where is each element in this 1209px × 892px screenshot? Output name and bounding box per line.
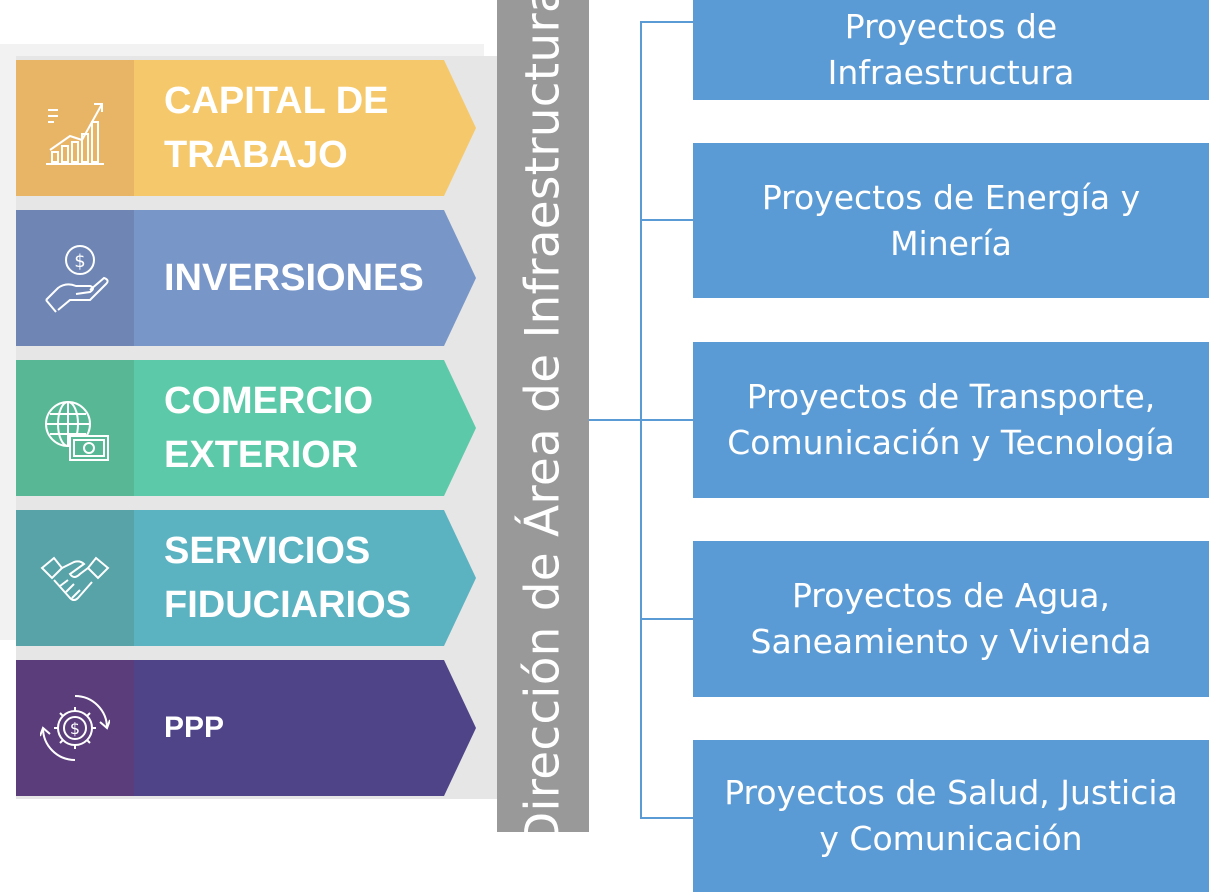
category-label: SERVICIOS FIDUCIARIOS: [164, 530, 411, 626]
icon-box: [16, 360, 134, 496]
icon-box: [16, 660, 134, 796]
connector-branch-1: [640, 21, 693, 23]
vertical-title: Dirección de Área de Infraestructura: [515, 0, 571, 848]
svg-text:$: $: [70, 719, 80, 738]
arrow-shape: [134, 210, 476, 346]
arrow-shape: [134, 510, 476, 646]
project-box-salud-justicia[interactable]: Proyectos de Salud, Justicia y Comunicac…: [693, 740, 1209, 892]
category-ppp[interactable]: $ PPP: [16, 660, 476, 796]
connector-branch-2: [640, 219, 693, 221]
project-box-energia-mineria[interactable]: Proyectos de Energía y Minería: [693, 143, 1209, 298]
project-box-infraestructura[interactable]: Proyectos de Infraestructura: [693, 0, 1209, 100]
category-label: CAPITAL DE TRABAJO: [164, 80, 389, 176]
growth-chart-icon: [40, 88, 110, 168]
icon-box: [16, 60, 134, 196]
connector-branch-3: [640, 419, 693, 421]
arrow-shape: [134, 60, 476, 196]
category-servicios-fiduciarios[interactable]: SERVICIOS FIDUCIARIOS: [16, 510, 476, 646]
connector-branch-4: [640, 618, 693, 620]
handshake-icon: [40, 538, 110, 618]
category-label: INVERSIONES: [164, 257, 424, 299]
arrow-shape: [134, 360, 476, 496]
category-inversiones[interactable]: $ INVERSIONES: [16, 210, 476, 346]
category-comercio-exterior[interactable]: COMERCIO EXTERIOR: [16, 360, 476, 496]
icon-box: [16, 210, 134, 346]
hand-coin-icon: $: [40, 238, 110, 318]
project-box-transporte[interactable]: Proyectos de Transporte, Comunicación y …: [693, 342, 1209, 498]
arrow-shape: [134, 660, 476, 796]
gear-dollar-icon: $: [39, 688, 111, 768]
category-label: PPP: [164, 711, 225, 744]
connector-horizontal-main: [589, 419, 641, 421]
icon-box: [16, 510, 134, 646]
svg-text:$: $: [74, 251, 85, 272]
project-box-agua-vivienda[interactable]: Proyectos de Agua, Saneamiento y Viviend…: [693, 541, 1209, 697]
category-label: COMERCIO EXTERIOR: [164, 380, 373, 476]
globe-money-icon: [40, 388, 110, 468]
vertical-title-bar: [497, 0, 589, 832]
category-capital-de-trabajo[interactable]: CAPITAL DE TRABAJO: [16, 60, 476, 196]
connector-branch-5: [640, 817, 693, 819]
